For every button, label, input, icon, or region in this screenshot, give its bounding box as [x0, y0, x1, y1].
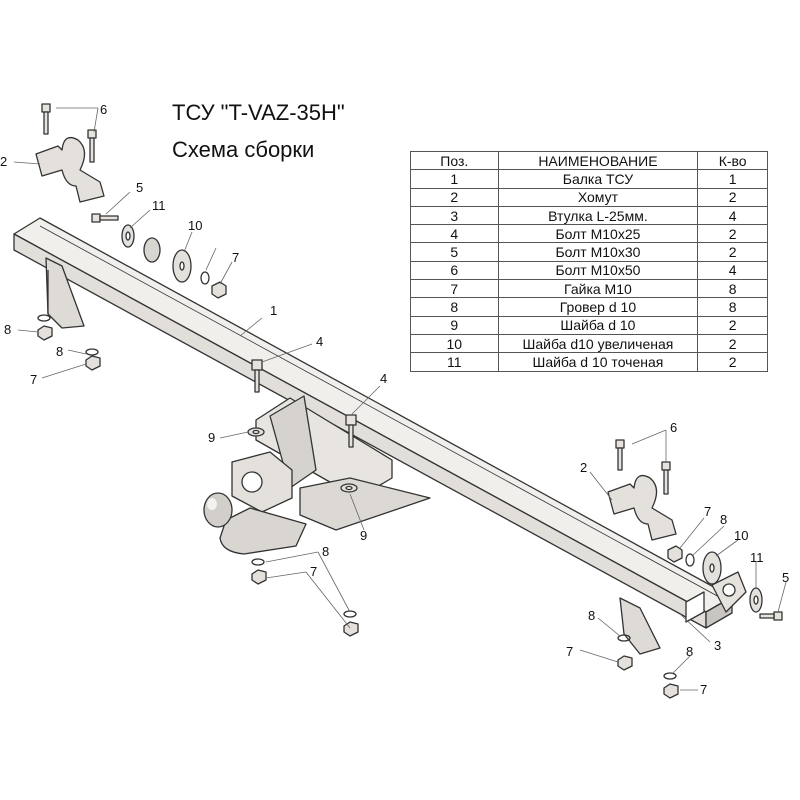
callout: 11 — [152, 198, 166, 213]
cell-quantity: 2 — [697, 352, 768, 372]
cell-position: 10 — [410, 333, 499, 354]
cell-position: 9 — [410, 315, 499, 335]
cell-position: 4 — [410, 224, 499, 244]
callout: 2 — [0, 154, 7, 169]
cell-name: Шайба d 10 точеная — [497, 352, 699, 372]
cell-position: 5 — [410, 242, 499, 262]
callout: 7 — [704, 504, 711, 519]
cell-name: Балка ТСУ — [497, 169, 699, 189]
washers-and-nuts — [37, 224, 763, 699]
cell-quantity: 1 — [697, 169, 768, 189]
header-name: НАИМЕНОВАНИЕ — [497, 150, 699, 171]
cell-position: 3 — [410, 205, 499, 226]
callout: 1 — [270, 303, 277, 318]
callout: 8 — [686, 644, 693, 659]
left-bracket — [45, 257, 85, 329]
callout: 4 — [316, 334, 323, 349]
cell-name: Шайба d10 увеличеная — [497, 333, 699, 354]
callout: 7 — [700, 682, 707, 697]
clamp-right — [607, 474, 677, 541]
hitch-mount-plate — [231, 395, 431, 531]
parts-table-header: Поз. НАИМЕНОВАНИЕ К-во — [410, 150, 768, 171]
clamp-left — [35, 136, 105, 203]
callout: 8 — [322, 544, 329, 559]
callout: 6 — [670, 420, 677, 435]
callout: 10 — [188, 218, 202, 233]
cell-quantity: 2 — [697, 187, 768, 207]
cell-quantity: 2 — [697, 242, 768, 262]
cell-quantity: 2 — [697, 333, 768, 354]
drawing-subtitle: Схема сборки — [172, 137, 315, 162]
callout: 2 — [580, 460, 587, 475]
cell-quantity: 4 — [697, 205, 768, 226]
cell-name: Гровер d 10 — [497, 297, 699, 317]
callout: 3 — [714, 638, 721, 653]
header-quantity: К-во — [697, 150, 768, 171]
cell-quantity: 2 — [697, 224, 768, 244]
cell-name: Болт М10х30 — [497, 242, 699, 262]
cell-position: 7 — [410, 279, 499, 299]
callout: 7 — [566, 644, 573, 659]
cell-quantity: 8 — [697, 297, 768, 317]
callout: 8 — [720, 512, 727, 527]
callout: 7 — [310, 564, 317, 579]
callout: 5 — [136, 180, 143, 195]
cell-quantity: 2 — [697, 315, 768, 335]
right-bracket — [619, 571, 747, 655]
callout: 9 — [360, 528, 367, 543]
cell-quantity: 8 — [697, 279, 768, 299]
cell-position: 1 — [410, 169, 499, 189]
callout: 5 — [782, 570, 789, 585]
leader-lines — [13, 107, 787, 691]
cell-position: 2 — [410, 187, 499, 207]
cell-name: Втулка L-25мм. — [497, 205, 699, 226]
callout: 8 — [56, 344, 63, 359]
cell-name: Болт М10х50 — [497, 260, 699, 281]
callout: 11 — [750, 550, 764, 565]
callout: 7 — [232, 250, 239, 265]
callout: 10 — [734, 528, 748, 543]
cell-name: Гайка М10 — [497, 279, 699, 299]
callout: 4 — [380, 371, 387, 386]
cell-quantity: 4 — [697, 260, 768, 281]
drawing-title: ТСУ "T-VAZ-35H" — [172, 100, 345, 125]
callout: 7 — [30, 372, 37, 387]
callout: 8 — [4, 322, 11, 337]
cell-position: 11 — [410, 352, 499, 372]
callout: 9 — [208, 430, 215, 445]
cell-name: Хомут — [497, 187, 699, 207]
bolts — [41, 103, 783, 621]
cell-position: 8 — [410, 297, 499, 317]
callout: 6 — [100, 102, 107, 117]
cell-name: Болт М10х25 — [497, 224, 699, 244]
callout: 8 — [588, 608, 595, 623]
cell-position: 6 — [410, 260, 499, 281]
cell-name: Шайба d 10 — [497, 315, 699, 335]
header-position: Поз. — [410, 150, 499, 171]
tow-ball — [203, 492, 307, 555]
